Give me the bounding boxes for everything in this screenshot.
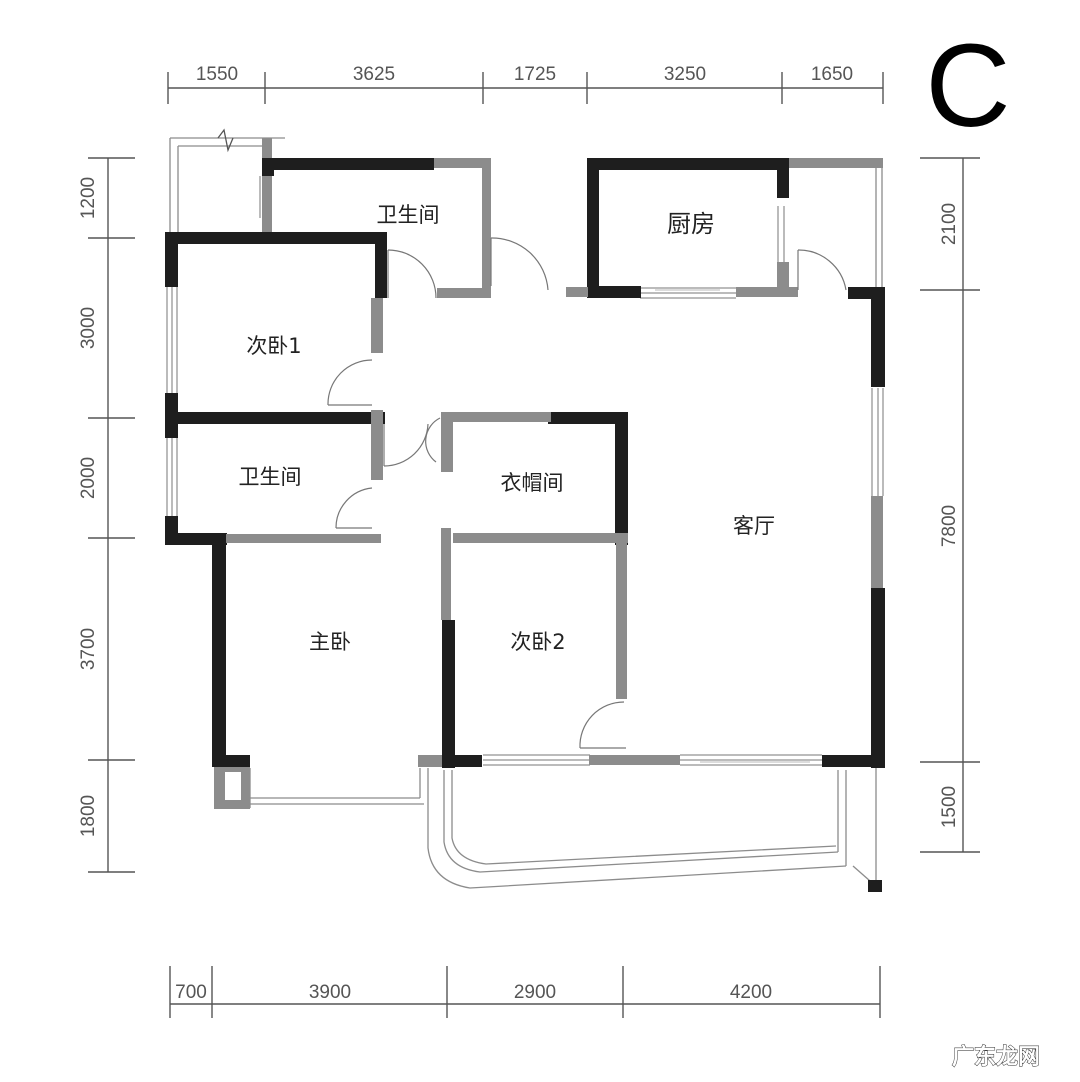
- dimension-labels-right: 2100 7800 1500: [939, 203, 960, 828]
- dim-bottom-1: 700: [175, 982, 207, 1003]
- room-label-cloakroom: 衣帽间: [501, 471, 564, 495]
- plan-type-label: C: [925, 20, 1010, 152]
- dim-bottom-2: 3900: [309, 982, 351, 1003]
- dimension-labels-left: 1200 3000 2000 3700 1800: [78, 177, 99, 837]
- dim-top-1: 1550: [196, 64, 238, 85]
- dim-left-2: 3000: [78, 307, 99, 349]
- room-labels: 卫生间 厨房 次卧1 卫生间 衣帽间 客厅 主卧 次卧2: [239, 203, 776, 654]
- dim-left-1: 1200: [78, 177, 99, 219]
- bay-pillar-hole: [225, 772, 241, 800]
- dimension-labels-bottom: 700 3900 2900 4200: [175, 982, 772, 1003]
- dim-top-5: 1650: [811, 64, 853, 85]
- walls-structural: [165, 158, 885, 892]
- dim-top-2: 3625: [353, 64, 395, 85]
- room-label-bedroom-1: 次卧1: [246, 334, 301, 358]
- dim-top-4: 3250: [664, 64, 706, 85]
- door-swings: [327, 237, 847, 749]
- dim-bottom-3: 2900: [514, 982, 556, 1003]
- dim-right-2: 7800: [939, 505, 960, 547]
- dim-right-3: 1500: [939, 786, 960, 828]
- dimension-lines: [88, 72, 980, 1018]
- dim-left-5: 1800: [78, 795, 99, 837]
- room-label-bedroom-2: 次卧2: [510, 630, 565, 654]
- room-label-kitchen: 厨房: [667, 210, 715, 238]
- dim-left-3: 2000: [78, 457, 99, 499]
- room-label-master-bedroom: 主卧: [309, 630, 351, 654]
- dim-bottom-4: 4200: [730, 982, 772, 1003]
- room-label-bathroom-top: 卫生间: [377, 203, 440, 227]
- room-label-living-room: 客厅: [733, 514, 775, 538]
- dim-left-4: 3700: [78, 628, 99, 670]
- dimension-labels-top: 1550 3625 1725 3250 1650: [196, 64, 853, 85]
- watermark-text: 广东龙网: [952, 1044, 1040, 1070]
- room-label-bathroom-left: 卫生间: [239, 465, 302, 489]
- dim-top-3: 1725: [514, 64, 556, 85]
- dim-right-1: 2100: [939, 203, 960, 245]
